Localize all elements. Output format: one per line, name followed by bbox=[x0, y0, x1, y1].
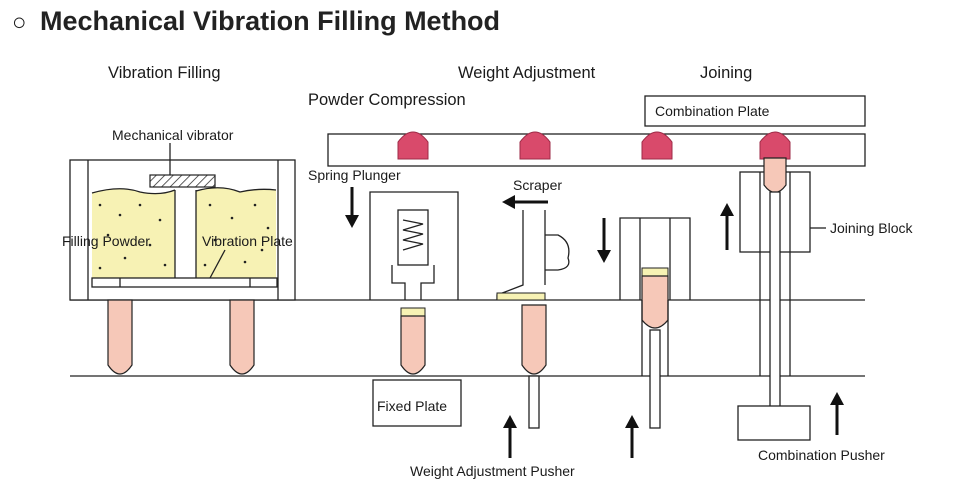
section-weight-adjustment: Weight Adjustment bbox=[458, 64, 596, 82]
arrow-spring-down bbox=[345, 187, 359, 228]
weight-pusher-rod-2 bbox=[649, 329, 661, 429]
mechanical-vibrator-block bbox=[149, 174, 216, 188]
filling-powder-fill bbox=[92, 188, 175, 283]
section-powder-compression: Powder Compression bbox=[308, 91, 466, 109]
scraper-blade bbox=[496, 210, 524, 300]
label-fixed-plate: Fixed Plate bbox=[377, 398, 447, 414]
title-bullet: ○ bbox=[12, 9, 27, 36]
arrow-scraper-left bbox=[502, 195, 548, 209]
capsule-caps bbox=[397, 131, 791, 160]
capsule-cap-1 bbox=[397, 131, 429, 160]
label-joining-block: Joining Block bbox=[830, 220, 913, 236]
weight-pusher-rod-1 bbox=[528, 375, 540, 429]
joining-unit bbox=[737, 157, 826, 441]
label-spring-plunger: Spring Plunger bbox=[308, 167, 401, 183]
capsule-body-4 bbox=[521, 304, 547, 375]
joined-capsule bbox=[763, 157, 787, 194]
combination-plate bbox=[644, 95, 866, 127]
arrow-joining-up bbox=[720, 203, 734, 250]
combination-pusher-base bbox=[737, 405, 811, 441]
capsule-cap-2 bbox=[519, 131, 551, 160]
capsule-body-2 bbox=[229, 299, 255, 375]
arrow-weight-pusher-up-2 bbox=[625, 415, 639, 458]
scraped-powder bbox=[496, 292, 546, 301]
vibration-plate bbox=[91, 277, 278, 288]
compressed-powder bbox=[400, 307, 426, 317]
fixed-plate bbox=[372, 379, 462, 427]
vibration-plate-leader bbox=[209, 249, 226, 279]
capsule-body-1 bbox=[107, 299, 133, 375]
label-vibration-plate: Vibration Plate bbox=[202, 233, 293, 249]
capsule-body-5 bbox=[641, 275, 669, 329]
label-weight-adjustment-pusher: Weight Adjustment Pusher bbox=[410, 463, 575, 479]
vibration-filling-unit bbox=[69, 143, 296, 375]
capsule-cap-4 bbox=[759, 131, 791, 160]
label-combination-pusher: Combination Pusher bbox=[758, 447, 885, 463]
adjust-housing bbox=[619, 217, 691, 300]
weight-adjust-unit bbox=[619, 217, 691, 429]
spring-coil bbox=[402, 219, 424, 251]
label-filling-powder: Filling Powder bbox=[62, 233, 150, 249]
scraper-unit bbox=[496, 210, 570, 429]
powder-dots bbox=[98, 203, 270, 270]
combination-pusher-rod bbox=[769, 191, 781, 408]
capsule-body-3 bbox=[400, 315, 426, 375]
powder-compression-unit bbox=[369, 191, 462, 427]
page-title: Mechanical Vibration Filling Method bbox=[40, 6, 500, 36]
capsule-cap-3 bbox=[641, 131, 673, 160]
plunger-housing bbox=[369, 191, 459, 300]
label-mechanical-vibrator: Mechanical vibrator bbox=[112, 127, 234, 143]
arrow-combination-pusher-up bbox=[830, 392, 844, 435]
arrow-weight-pusher-up-1 bbox=[503, 415, 517, 458]
arrow-adjust-down bbox=[597, 218, 611, 263]
section-joining: Joining bbox=[700, 64, 752, 82]
section-vibration-filling: Vibration Filling bbox=[108, 64, 221, 82]
scraper-hinge bbox=[545, 234, 570, 271]
label-combination-plate: Combination Plate bbox=[655, 103, 770, 119]
label-scraper: Scraper bbox=[513, 177, 562, 193]
